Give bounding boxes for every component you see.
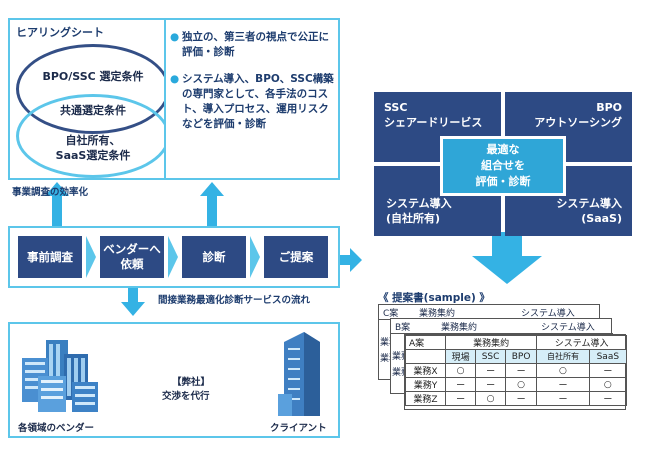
negotiation-proxy-label: 交渉を代行 bbox=[162, 391, 210, 402]
table-cell: ー bbox=[588, 363, 628, 378]
row-label: 業務Y bbox=[405, 377, 446, 392]
table-cell: ー bbox=[536, 391, 590, 406]
optimal-combination-box: 最適な組合せを評価・診断 bbox=[440, 136, 566, 196]
bpo-ssc-criteria-label: BPO/SSC 選定条件 bbox=[42, 70, 144, 83]
saas-criteria-label: SaaS選定条件 bbox=[55, 149, 131, 162]
column-header: 自社所有 bbox=[536, 349, 590, 364]
flow-chevron bbox=[168, 236, 178, 278]
table-cell: ○ bbox=[504, 377, 538, 392]
sheet-b-group-1: 業務集約 bbox=[441, 323, 478, 333]
row-label: 業務Z bbox=[405, 391, 446, 406]
proposal-sheet-a: A案 業務集約 システム導入 現場 SSC BPO 自社所有 SaaS 業務X … bbox=[404, 334, 628, 410]
proposal-table: A案 業務集約 システム導入 現場 SSC BPO 自社所有 SaaS 業務X … bbox=[405, 335, 628, 406]
table-cell: ー bbox=[475, 377, 506, 392]
flow-step-proposal: ご提案 bbox=[264, 236, 328, 278]
row-label: 業務X bbox=[405, 363, 446, 378]
hearing-sheet-title: ヒアリングシート bbox=[16, 26, 104, 39]
sheet-c-row-label: 業務 bbox=[380, 354, 399, 364]
table-cell: ー bbox=[504, 391, 538, 406]
table-cell: ー bbox=[536, 377, 590, 392]
table-cell: ○ bbox=[475, 391, 506, 406]
table-cell: ○ bbox=[536, 363, 590, 378]
evaluation-points-list: ●独立の、第三者の視点で公正に評価・診断 ●システム導入、BPO、SSC構築の専… bbox=[170, 30, 338, 144]
sheet-b-label: B案 bbox=[395, 323, 411, 333]
efficiency-label: 事業調査の効率化 bbox=[12, 187, 89, 198]
table-row: 業務X ○ ー ー ○ ー bbox=[405, 363, 628, 378]
flow-step-pre-survey: 事前調査 bbox=[18, 236, 82, 278]
evaluation-point: ●システム導入、BPO、SSC構築の専門家として、各手法のコスト、導入プロセス、… bbox=[170, 73, 334, 130]
sheet-c-group-2: システム導入 bbox=[521, 309, 575, 319]
table-cell: ○ bbox=[588, 377, 628, 392]
column-header: BPO bbox=[504, 349, 538, 364]
sheet-a-label: A案 bbox=[405, 335, 446, 350]
group-header-system: システム導入 bbox=[536, 335, 627, 350]
column-header: 現場 bbox=[444, 349, 477, 364]
client-building-icon bbox=[278, 332, 320, 416]
table-row: 業務Y ー ー ○ ー ○ bbox=[405, 377, 628, 392]
onprem-label: 自社所有、 bbox=[65, 134, 121, 147]
sheet-c-row-label: 業務 bbox=[380, 338, 399, 348]
common-criteria-label: 共通選定条件 bbox=[60, 104, 126, 117]
table-cell: ○ bbox=[444, 363, 477, 378]
corner-cell bbox=[405, 349, 446, 364]
table-cell: ー bbox=[444, 391, 477, 406]
proposal-title: 《 提案書(sample) 》 bbox=[378, 292, 490, 304]
client-label: クライアント bbox=[270, 423, 327, 434]
sheet-b-row-label: 業務 bbox=[392, 352, 411, 362]
column-header: SSC bbox=[475, 349, 506, 364]
flow-chevron bbox=[86, 236, 96, 278]
evaluation-points-panel bbox=[164, 18, 340, 180]
sheet-b-row-label: 業務 bbox=[392, 368, 411, 378]
sheet-c-label: C案 bbox=[383, 309, 399, 319]
flow-caption: 間接業務最適化診断サービスの流れ bbox=[158, 295, 311, 306]
flow-step-vendor-request: ベンダーへ 依頼 bbox=[100, 236, 164, 278]
table-cell: ー bbox=[588, 391, 628, 406]
evaluation-point: ●独立の、第三者の視点で公正に評価・診断 bbox=[170, 31, 329, 58]
flow-step-diagnosis: 診断 bbox=[182, 236, 246, 278]
flow-chevron bbox=[250, 236, 260, 278]
table-row: 業務Z ー ○ ー ー ー bbox=[405, 391, 628, 406]
group-header-consolidation: 業務集約 bbox=[444, 335, 538, 350]
vendor-buildings-icon bbox=[22, 340, 98, 412]
sheet-c-group-1: 業務集約 bbox=[419, 309, 456, 319]
table-cell: ー bbox=[444, 377, 477, 392]
company-label: 【弊社】 bbox=[172, 377, 211, 388]
sheet-b-group-2: システム導入 bbox=[541, 323, 595, 333]
table-cell: ー bbox=[504, 363, 538, 378]
table-cell: ー bbox=[475, 363, 506, 378]
column-header: SaaS bbox=[588, 349, 628, 364]
vendors-label: 各領域のベンダー bbox=[18, 423, 95, 434]
